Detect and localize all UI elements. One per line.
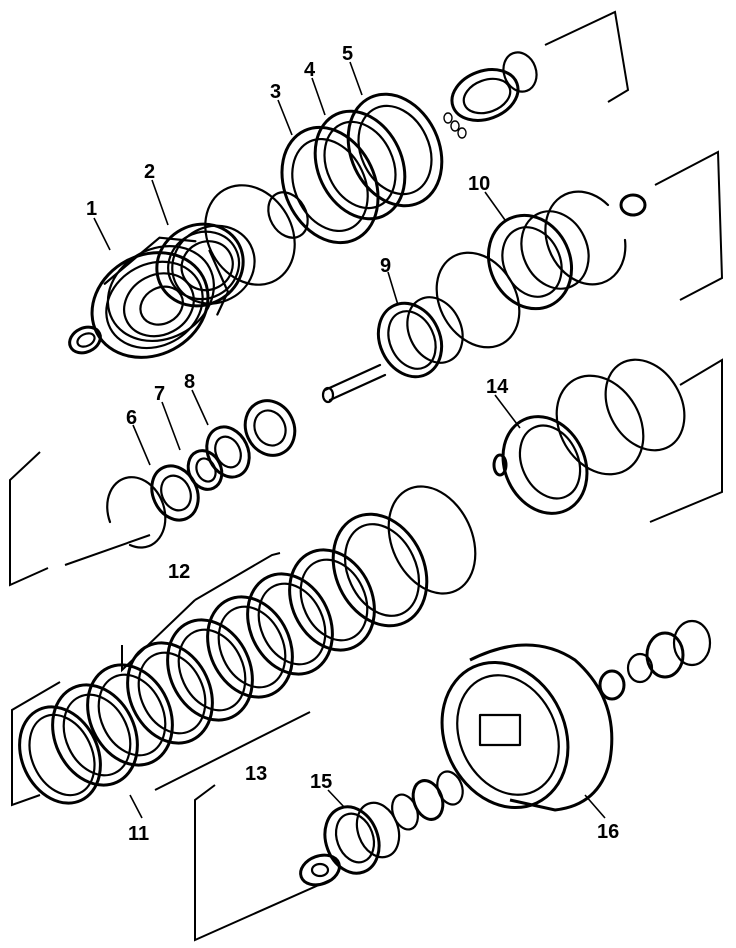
part-5-plate (346, 92, 444, 208)
part-8-gear (205, 425, 251, 479)
part-1-washer (68, 325, 102, 355)
part-10-carrier (486, 210, 590, 311)
bracket-13-bottom (154, 711, 311, 791)
callout-2: 2 (144, 161, 155, 183)
seal-ring-9 (435, 251, 521, 349)
callout-16: 16 (597, 821, 619, 843)
part-15-bearing (299, 770, 464, 887)
part-3-plate (280, 125, 380, 245)
callout-6: 6 (126, 407, 137, 429)
callouts: 1 2 3 4 5 6 7 8 9 10 11 12 13 14 15 16 (86, 43, 619, 845)
seal-ring-small (267, 191, 309, 239)
clutch-pack-12-13 (18, 485, 477, 805)
leader-lines (93, 61, 606, 819)
part-16-drum (440, 643, 614, 812)
thrust-washer-8 (243, 399, 297, 457)
callout-3: 3 (270, 81, 281, 103)
callout-9: 9 (380, 255, 391, 277)
seal-ring-large (204, 184, 296, 286)
section-brackets (9, 10, 724, 942)
top-right-seal (450, 51, 538, 122)
bracket-bottom (194, 784, 331, 942)
callout-5: 5 (342, 43, 353, 65)
bracket-mid-right (654, 150, 724, 301)
bracket-top-right (544, 10, 630, 103)
part-14-shell (492, 415, 589, 515)
rings-14 (555, 358, 686, 476)
callout-14: 14 (486, 376, 509, 398)
bracket-left-tick (64, 534, 151, 566)
callout-15: 15 (310, 771, 332, 793)
bracket-left-upper (9, 451, 49, 587)
bracket-12-top (194, 552, 281, 601)
part-4-plate (313, 109, 407, 221)
callout-12: 12 (168, 561, 190, 583)
seals-16 (598, 619, 712, 701)
callout-7: 7 (154, 383, 165, 405)
callout-13: 13 (245, 763, 267, 785)
snap-ring-left (106, 476, 167, 549)
part-2-piston (155, 222, 256, 308)
bracket-left-lower (11, 681, 61, 807)
callout-10: 10 (468, 173, 490, 195)
small-ovals-top (443, 112, 467, 139)
callout-8: 8 (184, 371, 195, 393)
callout-11: 11 (128, 823, 149, 845)
snap-ring-10 (544, 190, 647, 286)
bracket-12-left (121, 599, 196, 673)
bracket-right (649, 358, 723, 523)
part-1-clutch-housing (90, 236, 230, 359)
callout-1: 1 (86, 198, 97, 220)
callout-4: 4 (304, 59, 316, 81)
part-9-input-shaft (321, 296, 464, 404)
